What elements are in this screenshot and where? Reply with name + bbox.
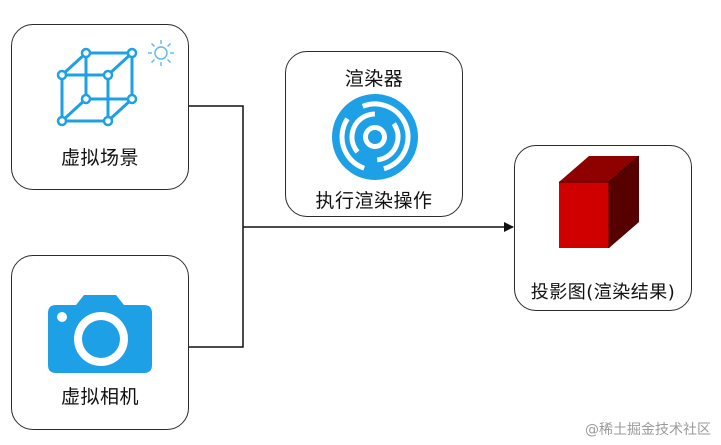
renderer-title: 渲染器 (344, 68, 404, 90)
watermark-text: @稀土掘金技术社区 (585, 422, 711, 438)
wireframe-cube-icon (56, 47, 138, 127)
camera-icon (48, 295, 152, 373)
red-cube-icon (559, 155, 640, 248)
projection-output-label: 投影图(渲染结果) (530, 282, 676, 303)
renderer-swirl-icon (332, 94, 418, 180)
virtual-camera-node: 虚拟相机 (11, 255, 189, 430)
renderer-node: 渲染器 执行渲染操作 (285, 51, 463, 217)
connector-camera (189, 227, 244, 348)
sun-icon (148, 40, 174, 66)
connector-scene (189, 105, 244, 227)
projection-output-node: 投影图(渲染结果) (514, 145, 692, 311)
virtual-scene-node: 虚拟场景 (11, 24, 189, 190)
virtual-camera-label: 虚拟相机 (60, 386, 139, 408)
renderer-action-label: 执行渲染操作 (315, 190, 433, 212)
virtual-scene-label: 虚拟场景 (60, 147, 139, 169)
